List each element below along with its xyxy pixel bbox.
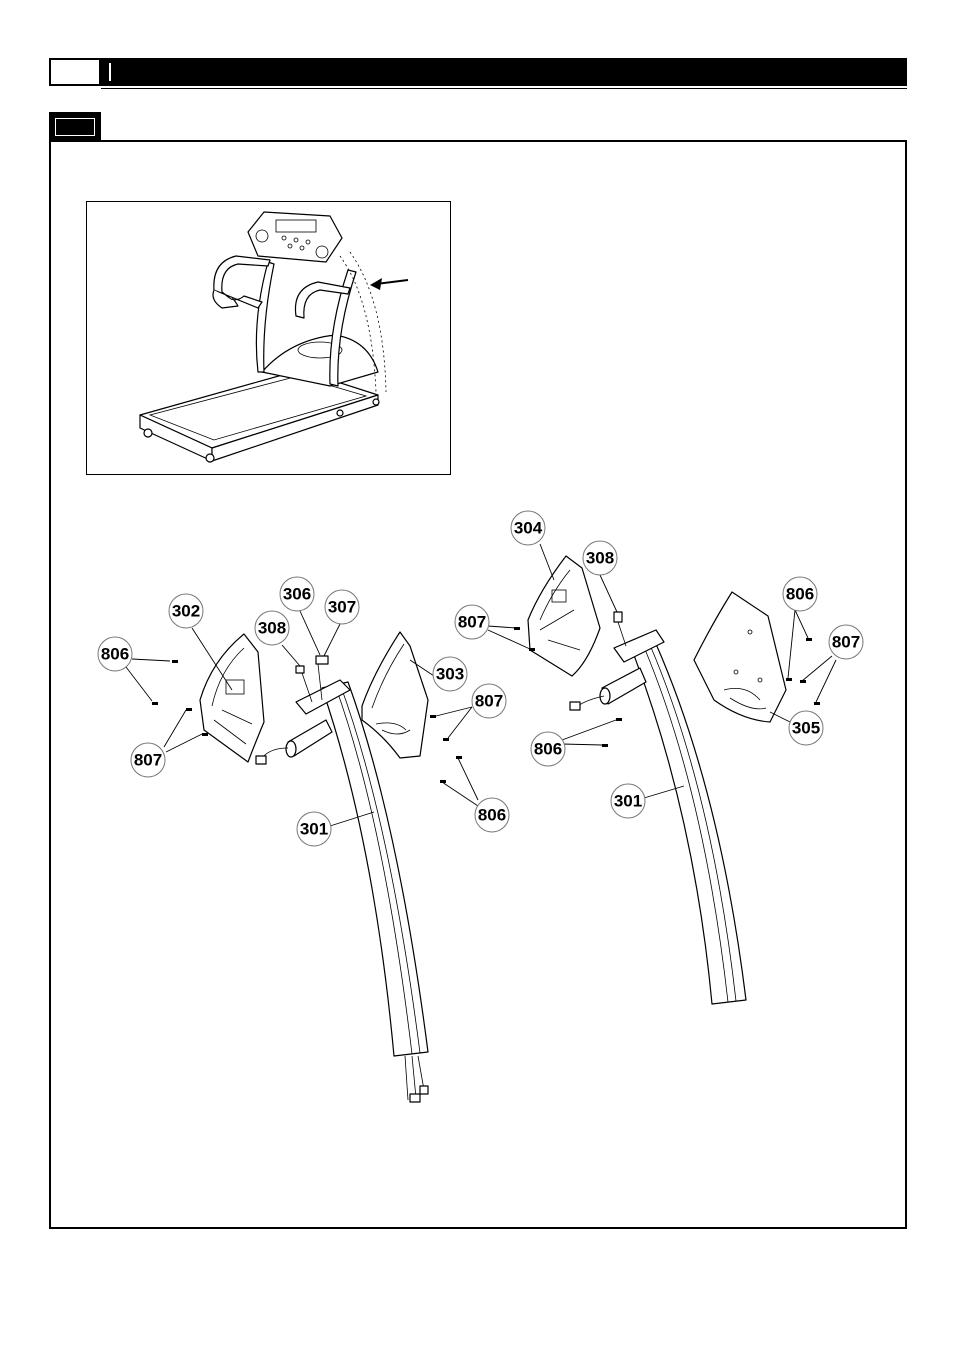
svg-text:304: 304 xyxy=(514,519,543,538)
overview-inset-frame xyxy=(86,201,451,475)
callout-308-left: 308 xyxy=(254,610,290,646)
svg-text:303: 303 xyxy=(436,665,464,684)
svg-text:302: 302 xyxy=(172,602,200,621)
callout-301-left: 301 xyxy=(296,811,332,847)
svg-text:806: 806 xyxy=(534,740,562,759)
callout-806-left: 806 xyxy=(97,636,133,672)
svg-text:301: 301 xyxy=(300,820,328,839)
left-upright-assembly xyxy=(152,631,462,1103)
section-tab-inner xyxy=(55,118,95,136)
svg-text:806: 806 xyxy=(786,585,814,604)
svg-text:807: 807 xyxy=(134,751,162,770)
treadmill-overview xyxy=(139,211,409,463)
svg-text:806: 806 xyxy=(478,806,506,825)
callout-302: 302 xyxy=(168,593,204,629)
callout-308-right: 308 xyxy=(582,540,618,576)
header-bar xyxy=(101,58,907,86)
callout-303: 303 xyxy=(432,656,468,692)
svg-text:308: 308 xyxy=(586,549,614,568)
svg-text:301: 301 xyxy=(614,792,642,811)
callout-806-top-right: 806 xyxy=(782,576,818,612)
header-bar-mark xyxy=(109,63,111,81)
callout-807-right-cover: 807 xyxy=(454,604,490,640)
svg-text:807: 807 xyxy=(475,692,503,711)
svg-text:308: 308 xyxy=(258,619,286,638)
diagram-frame xyxy=(49,140,907,1229)
callout-807-left: 807 xyxy=(130,742,166,778)
svg-text:806: 806 xyxy=(101,645,129,664)
section-tab xyxy=(49,112,101,140)
header-rule xyxy=(101,88,907,89)
callout-304: 304 xyxy=(510,510,546,546)
svg-text:807: 807 xyxy=(832,633,860,652)
svg-text:305: 305 xyxy=(792,719,820,738)
leader-lines xyxy=(125,543,837,827)
callout-306: 306 xyxy=(279,576,315,612)
svg-text:307: 307 xyxy=(328,598,356,617)
callout-807-far-right: 807 xyxy=(828,624,864,660)
svg-text:306: 306 xyxy=(283,585,311,604)
svg-text:807: 807 xyxy=(458,613,486,632)
right-upright-assembly xyxy=(514,555,820,1005)
callout-806-middle: 806 xyxy=(474,797,510,833)
section-number-box xyxy=(49,58,101,86)
callout-301-right: 301 xyxy=(610,783,646,819)
callout-305: 305 xyxy=(788,710,824,746)
callout-806-right: 806 xyxy=(530,731,566,767)
callout-807-middle: 807 xyxy=(471,683,507,719)
callout-307: 307 xyxy=(324,589,360,625)
